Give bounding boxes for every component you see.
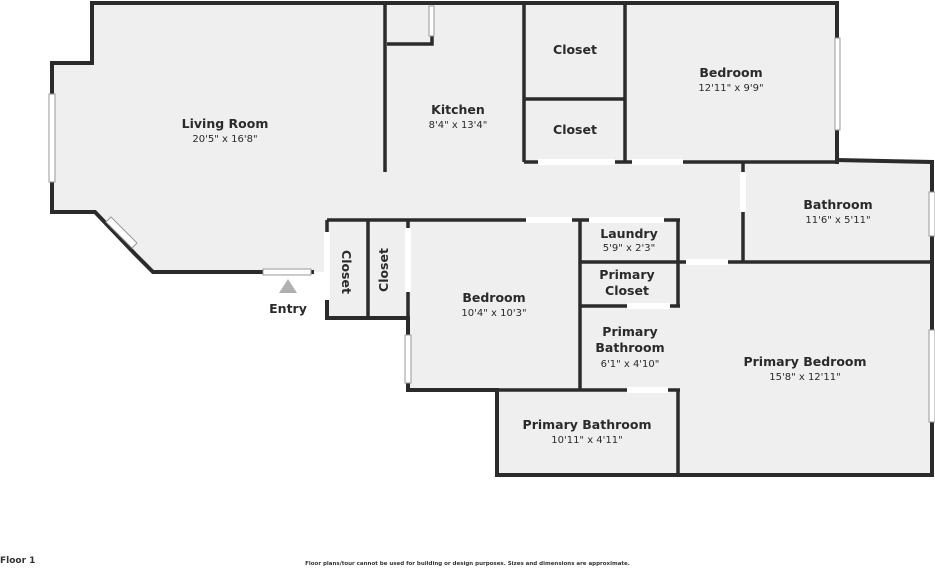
- entry-triangle-icon: [279, 279, 297, 293]
- room-dims: 11'6" x 5'11": [805, 215, 870, 226]
- room-dims: 6'1" x 4'10": [601, 359, 660, 370]
- room-dims: 10'4" x 10'3": [461, 308, 526, 319]
- room-primary-bedroom: Primary Bedroom 15'8" x 12'11": [743, 354, 866, 383]
- room-name: Primary Bathroom: [523, 417, 652, 432]
- room-laundry: Laundry 5'9" x 2'3": [600, 226, 657, 254]
- room-kitchen: Kitchen 8'4" x 13'4": [429, 102, 488, 131]
- room-name: Closet: [553, 122, 597, 137]
- disclaimer-text: Floor plans/tour cannot be used for buil…: [305, 561, 630, 567]
- room-dims: 10'11" x 4'11": [551, 435, 623, 446]
- room-name: Laundry: [600, 226, 657, 241]
- room-name: Closet: [339, 250, 354, 294]
- room-name: Closet: [553, 42, 597, 57]
- room-name-line1: Primary: [599, 267, 654, 282]
- room-name-line2: Closet: [605, 283, 649, 298]
- room-name: Closet: [376, 248, 391, 292]
- entry-marker: Entry: [269, 279, 307, 316]
- room-dims: 15'8" x 12'11": [769, 372, 841, 383]
- room-closet-top: Closet: [553, 42, 597, 57]
- room-dims: 5'9" x 2'3": [603, 243, 655, 254]
- door-openings: [324, 159, 746, 393]
- room-dims: 12'11" x 9'9": [698, 83, 763, 94]
- room-name: Bathroom: [803, 197, 872, 212]
- room-name: Living Room: [182, 116, 269, 131]
- room-primary-bathroom-small: Primary Bathroom 6'1" x 4'10": [595, 324, 664, 370]
- windows: [48, 5, 935, 423]
- room-dims: 20'5" x 16'8": [192, 134, 257, 145]
- room-living-room: Living Room 20'5" x 16'8": [182, 116, 269, 145]
- room-bedroom-mid: Bedroom 10'4" x 10'3": [461, 290, 526, 319]
- room-name: Bedroom: [699, 65, 762, 80]
- room-name-line2: Bathroom: [595, 340, 664, 355]
- room-dims: 8'4" x 13'4": [429, 120, 488, 131]
- room-primary-bathroom-large: Primary Bathroom 10'11" x 4'11": [523, 417, 652, 446]
- room-primary-closet: Primary Closet: [599, 267, 654, 298]
- entry-label: Entry: [269, 301, 307, 316]
- room-closet-left: Closet: [339, 250, 354, 294]
- room-bathroom: Bathroom 11'6" x 5'11": [803, 197, 872, 226]
- room-name: Primary Bedroom: [743, 354, 866, 369]
- room-closet-mid: Closet: [553, 122, 597, 137]
- room-bedroom-top: Bedroom 12'11" x 9'9": [698, 65, 763, 94]
- room-name: Bedroom: [462, 290, 525, 305]
- room-name: Kitchen: [431, 102, 485, 117]
- floor-label: Floor 1: [0, 556, 36, 566]
- room-name-line1: Primary: [602, 324, 657, 339]
- floor-area: [52, 3, 932, 475]
- room-closet-right: Closet: [376, 248, 391, 292]
